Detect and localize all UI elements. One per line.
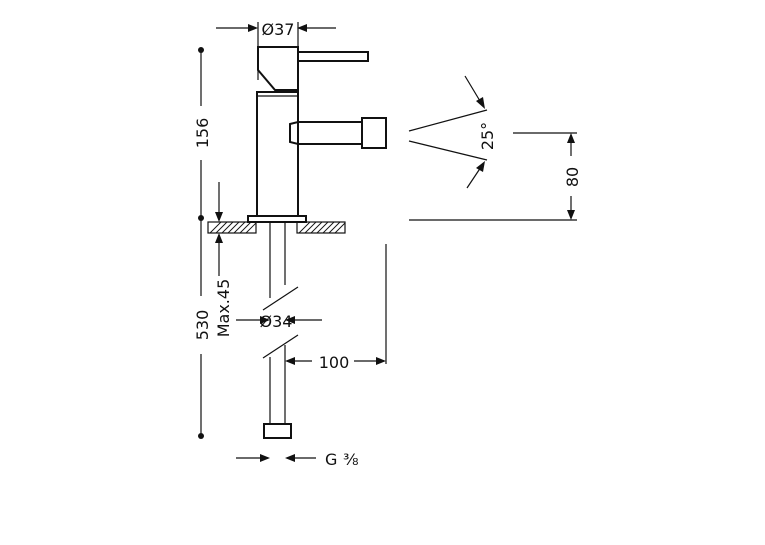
supply-pipes	[262, 222, 299, 439]
thread-prefix-label: G	[325, 450, 337, 469]
faucet-body	[247, 46, 387, 223]
max-thickness-label: Max.45	[214, 279, 233, 338]
spout	[297, 121, 363, 145]
dim-spray-angle: 25°	[408, 75, 497, 189]
aerator	[361, 117, 387, 149]
reach-label: 100	[319, 353, 350, 372]
spout-height-label: 80	[563, 167, 582, 187]
dim-total-height: 156	[193, 47, 212, 221]
dim-top-diameter: Ø37	[216, 20, 336, 46]
dim-thread: G ⅜	[236, 450, 359, 469]
pipe-length-label: 530	[193, 310, 212, 341]
connector-nut	[263, 423, 292, 439]
dim-reach: 100	[285, 244, 387, 372]
main-column	[256, 91, 299, 217]
angle-label: 25°	[478, 122, 497, 150]
top-diameter-label: Ø37	[262, 20, 295, 39]
pipe-diameter-label: Ø34	[260, 312, 293, 331]
dim-spout-height: 80	[409, 132, 582, 221]
dim-pipe-diameter: Ø34	[236, 312, 322, 331]
counter-top	[207, 221, 346, 234]
cartridge-cap	[257, 46, 299, 91]
base-plate	[247, 215, 307, 223]
lever-handle	[297, 51, 369, 62]
dim-pipe-length: 530	[193, 220, 212, 439]
dim-max-thickness: Max.45	[214, 182, 233, 337]
total-height-label: 156	[193, 118, 212, 149]
thread-fraction-label: ⅜	[343, 450, 359, 469]
